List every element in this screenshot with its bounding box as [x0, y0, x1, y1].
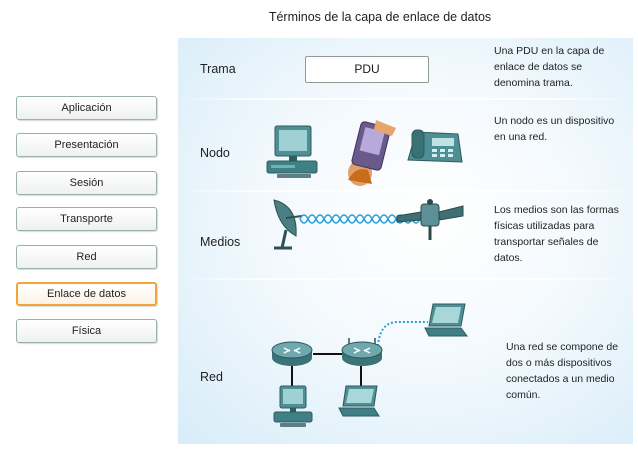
layer-button-aplicacion[interactable]: Aplicación [16, 96, 157, 120]
computer-icon [273, 385, 313, 427]
row-separator [178, 190, 633, 192]
terms-panel [178, 38, 633, 444]
layer-button-enlace-de-datos[interactable]: Enlace de datos [16, 282, 157, 306]
ip-phone-icon [407, 129, 463, 163]
layer-button-fisica[interactable]: Física [16, 319, 157, 343]
desc-trama: Una PDU en la capa de enlace de datos se… [494, 45, 605, 89]
term-label-trama: Trama [200, 62, 236, 76]
laptop-icon [424, 303, 468, 337]
layer-button-red[interactable]: Red [16, 245, 157, 269]
desc-medios: Los medios son las formas físicas utiliz… [494, 204, 619, 264]
layer-button-presentacion[interactable]: Presentación [16, 133, 157, 157]
term-label-red: Red [200, 370, 223, 384]
router-icon [271, 341, 313, 366]
pdu-box: PDU [305, 56, 429, 83]
layer-button-sesion[interactable]: Sesión [16, 171, 157, 195]
term-label-nodo: Nodo [200, 146, 230, 160]
desc-red: Una red se compone de dos o más disposit… [506, 341, 619, 401]
laptop-icon [338, 385, 380, 417]
term-label-medios: Medios [200, 235, 241, 249]
satellite-dish-icon [273, 199, 303, 250]
row-separator [178, 278, 633, 280]
row-separator [178, 98, 633, 100]
satellite-icon [396, 199, 464, 240]
layer-button-transporte[interactable]: Transporte [16, 207, 157, 231]
router-icon [341, 338, 383, 366]
pda-icon [348, 120, 396, 186]
desc-nodo: Un nodo es un dispositivo en una red. [494, 115, 615, 143]
computer-icon [266, 125, 318, 178]
diagram-title: Términos de la capa de enlace de datos [268, 10, 492, 24]
